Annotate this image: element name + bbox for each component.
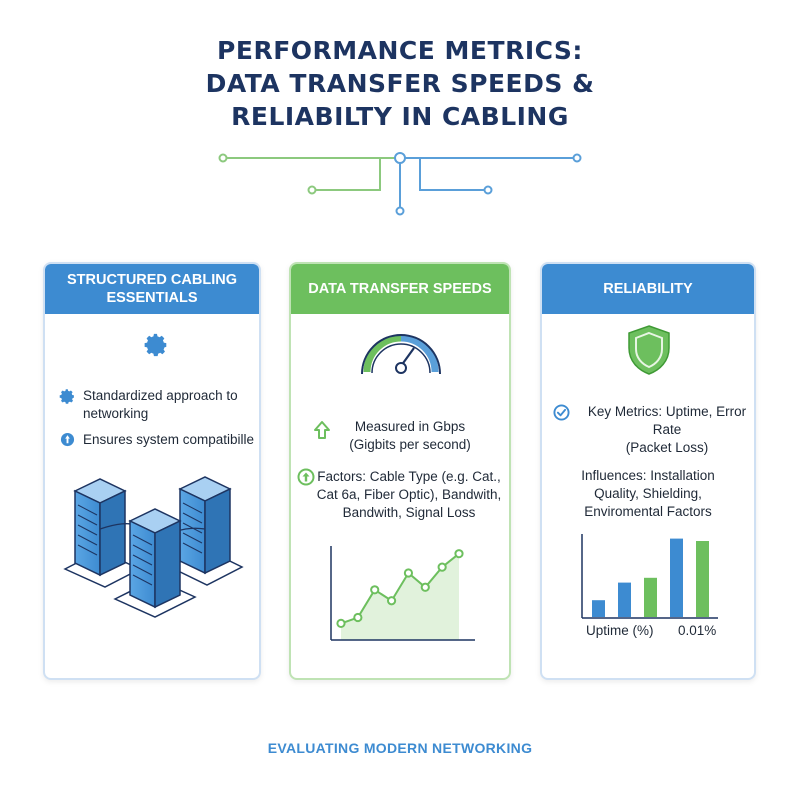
chart-bar-4 (670, 538, 683, 617)
chart-point-5 (403, 568, 414, 578)
footer-text: EVALUATING MODERN NETWORKING (267, 740, 533, 756)
page-title: PERFORMANCE METRICS: DATA TRANSFER SPEED… (100, 34, 700, 133)
list-item: Standardized approach to networking (83, 387, 238, 423)
item-line-2: Quality, Shielding, (594, 486, 702, 501)
gear-icon (144, 333, 167, 357)
item-line-1: Factors: Cable Type (e.g. Cat., (317, 469, 501, 484)
speed-line-chart (330, 546, 475, 641)
circle-arrow-up-icon (297, 468, 315, 486)
title-line-1: PERFORMANCE METRICS: (217, 36, 583, 65)
arrow-up-icon (314, 421, 330, 439)
gear-icon (59, 389, 74, 404)
chart-point-2 (353, 612, 363, 623)
check-circle-icon (553, 404, 570, 421)
speedometer-icon (361, 334, 441, 375)
chart-point-4 (386, 596, 397, 606)
shield-icon (628, 325, 670, 375)
item-line-1: Measured in Gbps (354, 419, 466, 434)
chart-point-7 (437, 562, 447, 572)
card-header: STRUCTURED CABLING ESSENTIALS (45, 264, 259, 314)
server-rack (178, 476, 232, 575)
card-data-transfer-speeds: DATA TRANSFER SPEEDS Measured in Gbps (G… (289, 262, 511, 680)
card-header-line-2: ESSENTIALS (106, 290, 198, 306)
card-header: RELIABILITY (542, 264, 754, 314)
card-reliability: RELIABILITY Key Metrics: Uptime, Error R… (540, 262, 756, 680)
chart-point-3 (370, 585, 380, 595)
list-item: Factors: Cable Type (e.g. Cat., Cat 6a, … (311, 468, 507, 522)
list-item: Measured in Gbps (Gigbits per second) (335, 418, 485, 454)
circuit-decoration (218, 152, 582, 216)
reliability-bar-chart (581, 534, 718, 619)
item-line-2: networking (83, 406, 149, 421)
server-rack (128, 508, 182, 609)
item-line-3: Bandwith, Signal Loss (342, 505, 476, 520)
item-line-2: (Gigbits per second) (349, 437, 471, 452)
chart-area-fill (341, 553, 459, 640)
item-line-1: Ensures system compatibille (83, 432, 255, 447)
chart-bar-5 (696, 541, 709, 617)
chart-point-8 (454, 549, 464, 559)
server-rack (73, 478, 127, 577)
chart-point-1 (336, 618, 346, 629)
item-line-2: (Packet Loss) (625, 440, 709, 455)
list-item: Key Metrics: Uptime, Error Rate (Packet … (574, 403, 754, 457)
card-header-line-1: STRUCTURED CABLING (67, 272, 237, 288)
item-line-3: Enviromental Factors (584, 504, 712, 519)
compatibility-icon (60, 432, 75, 447)
title-line-3: RELIABILTY IN CABLING (231, 102, 569, 131)
list-item: Ensures system compatibille (83, 431, 254, 449)
chart-bar-3 (644, 577, 657, 617)
chart-bar-1 (592, 600, 605, 617)
tick-label: Uptime (%) (586, 623, 654, 638)
item-line-1: Key Metrics: Uptime, Error Rate (587, 404, 747, 437)
item-line-1: Standardized approach to (83, 388, 238, 403)
title-line-2: DATA TRANSFER SPEEDS & (205, 69, 595, 98)
item-line-1: Influences: Installation (581, 468, 715, 483)
tick-label: 0.01% (678, 623, 717, 638)
chart-point-6 (420, 582, 430, 592)
list-item: Influences: Installation Quality, Shield… (542, 467, 754, 521)
chart-bar-2 (618, 582, 631, 617)
card-header: DATA TRANSFER SPEEDS (291, 264, 509, 314)
server-racks-illustration (63, 476, 244, 618)
card-structured-cabling: STRUCTURED CABLING ESSENTIALS Standardiz… (43, 262, 261, 680)
item-line-2: Cat 6a, Fiber Optic), Bandwith, (316, 487, 502, 502)
